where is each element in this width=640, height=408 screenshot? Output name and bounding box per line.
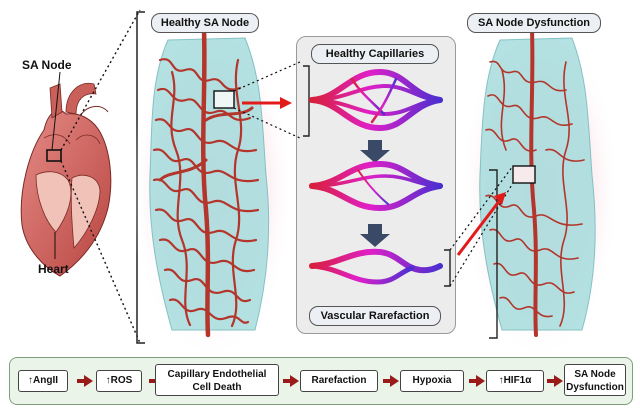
sa-node-dysfunction-title: SA Node Dysfunction (467, 13, 601, 33)
flow-step-hypoxia: Hypoxia (400, 370, 464, 392)
flow-arrow-icon (547, 375, 563, 387)
zoom-line-top (60, 9, 141, 151)
up-arrow-icon: ↑ (498, 375, 504, 386)
flow-step-angii: ↑AngII (18, 370, 68, 392)
rarefaction-arrow-head (494, 192, 506, 205)
dysfunction-zoom-box (512, 165, 536, 184)
zoom-line-bottom (60, 160, 141, 344)
heart-label: Heart (38, 262, 69, 276)
zoom-line-cap-bottom (233, 107, 301, 139)
healthy-capillaries-title: Healthy Capillaries (311, 44, 439, 64)
down-arrow-icon-2 (360, 224, 390, 247)
flow-step-text: AngII (33, 375, 58, 386)
sa-node-marker (46, 149, 62, 162)
capillary-bracket-right (444, 249, 451, 287)
dysfunction-bracket (489, 169, 498, 339)
capillaries-stage-mid (309, 160, 443, 212)
flow-arrow-icon (469, 375, 485, 387)
sa-node-label: SA Node (22, 58, 72, 72)
flow-step-rarefaction: Rarefaction (300, 370, 378, 392)
healthy-sa-node-title: Healthy SA Node (151, 13, 259, 33)
flow-step-text: HIF1α (503, 375, 532, 386)
flow-step-line1: Capillary Endothelial (167, 369, 267, 380)
capillary-bracket-left (303, 65, 310, 137)
heart-illustration (20, 82, 112, 277)
rarefaction-arrow-icon (456, 199, 502, 256)
sa-node-pointer (51, 71, 61, 151)
capillaries-stage-healthy (309, 68, 443, 132)
vascular-rarefaction-title: Vascular Rarefaction (309, 306, 441, 326)
flow-step-ros: ↑ROS (96, 370, 142, 392)
flow-step-line2: Dysfunction (566, 382, 624, 393)
up-arrow-icon: ↑ (28, 375, 33, 386)
right-arrow-head (280, 97, 292, 109)
flow-arrow-icon (77, 375, 93, 387)
down-arrow-icon (360, 140, 390, 163)
flow-step-hif1a: ↑HIF1α (486, 370, 544, 392)
flow-step-text: Hypoxia (412, 375, 452, 386)
flow-step-line2: Cell Death (192, 382, 242, 393)
flow-step-line1: SA Node (574, 369, 616, 380)
flow-arrow-icon (283, 375, 299, 387)
flow-step-text: Rarefaction (311, 375, 367, 386)
flow-step-text: ROS (110, 375, 133, 386)
zoom-line-cap-top (233, 61, 301, 92)
dysfunction-sa-node-tissue (460, 20, 620, 360)
healthy-zoom-box (213, 90, 235, 109)
healthy-sa-node-tissue (130, 20, 294, 360)
capillaries-stage-rarefaction (309, 248, 443, 285)
flow-arrow-icon (383, 375, 399, 387)
up-arrow-icon: ↑ (105, 375, 111, 386)
